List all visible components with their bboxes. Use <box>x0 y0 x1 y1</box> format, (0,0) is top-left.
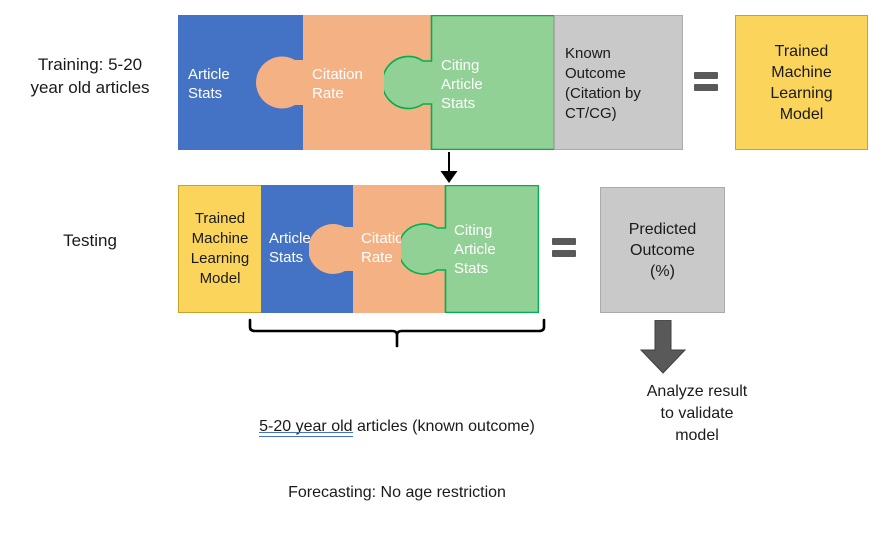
row1-piece-article-stats-label: Article Stats <box>188 66 230 102</box>
row2-piece-citing-article-stats: Citing Article Stats <box>401 185 539 313</box>
row1-piece-citing-article-stats-label: Citing Article Stats <box>441 57 483 112</box>
row2-piece-trained-model-label: Trained Machine Learning Model <box>190 210 250 287</box>
row1-result-trained-model: Trained Machine Learning Model <box>735 15 868 150</box>
brace-caption-line1-rest: articles (known outcome) <box>352 418 535 435</box>
row1-piece-citing-article-stats: Citing Article Stats <box>384 15 555 150</box>
row1-equals-icon <box>694 72 718 91</box>
brace-caption: 5-20 year old articles (known outcome) F… <box>222 372 572 548</box>
row2-piece-citing-article-stats-label: Citing Article Stats <box>454 222 496 277</box>
row1-piece-citation-rate-label: Citation Rate <box>312 66 363 102</box>
row1-piece-known-outcome: Known Outcome (Citation by CT/CG) <box>554 15 683 150</box>
row2-equals-icon <box>552 238 576 257</box>
brace-caption-line2: Forecasting: No age restriction <box>288 484 506 501</box>
down-arrow-icon <box>437 152 461 189</box>
diagram-canvas: Training: 5-20 year old articles Article… <box>0 0 892 474</box>
row1-piece-citation-rate: Citation Rate <box>255 15 432 150</box>
row2-result-predicted-outcome-label: Predicted Outcome (%) <box>628 220 697 280</box>
row2-piece-citation-rate: Citation Rate <box>309 185 446 313</box>
final-note: Analyze result to validate model <box>646 383 748 444</box>
curly-brace-icon <box>248 318 546 353</box>
brace-caption-underlined-phrase: 5-20 year old <box>259 418 353 435</box>
row-label-testing: Testing <box>63 231 117 250</box>
row-label-training: Training: 5-20 year old articles <box>30 55 150 97</box>
row2-piece-article-stats-label: Article Stats <box>269 230 311 266</box>
block-down-arrow-icon <box>634 319 692 379</box>
brace-caption-line1: 5-20 year old articles (known outcome) <box>222 416 572 438</box>
row1-piece-known-outcome-label: Known Outcome (Citation by CT/CG) <box>565 45 641 122</box>
row2-piece-trained-model: Trained Machine Learning Model <box>178 185 262 313</box>
row2-result-predicted-outcome: Predicted Outcome (%) <box>600 187 725 313</box>
row1-result-trained-model-label: Trained Machine Learning Model <box>770 42 833 123</box>
row2-piece-citation-rate-label: Citation Rate <box>361 230 412 266</box>
